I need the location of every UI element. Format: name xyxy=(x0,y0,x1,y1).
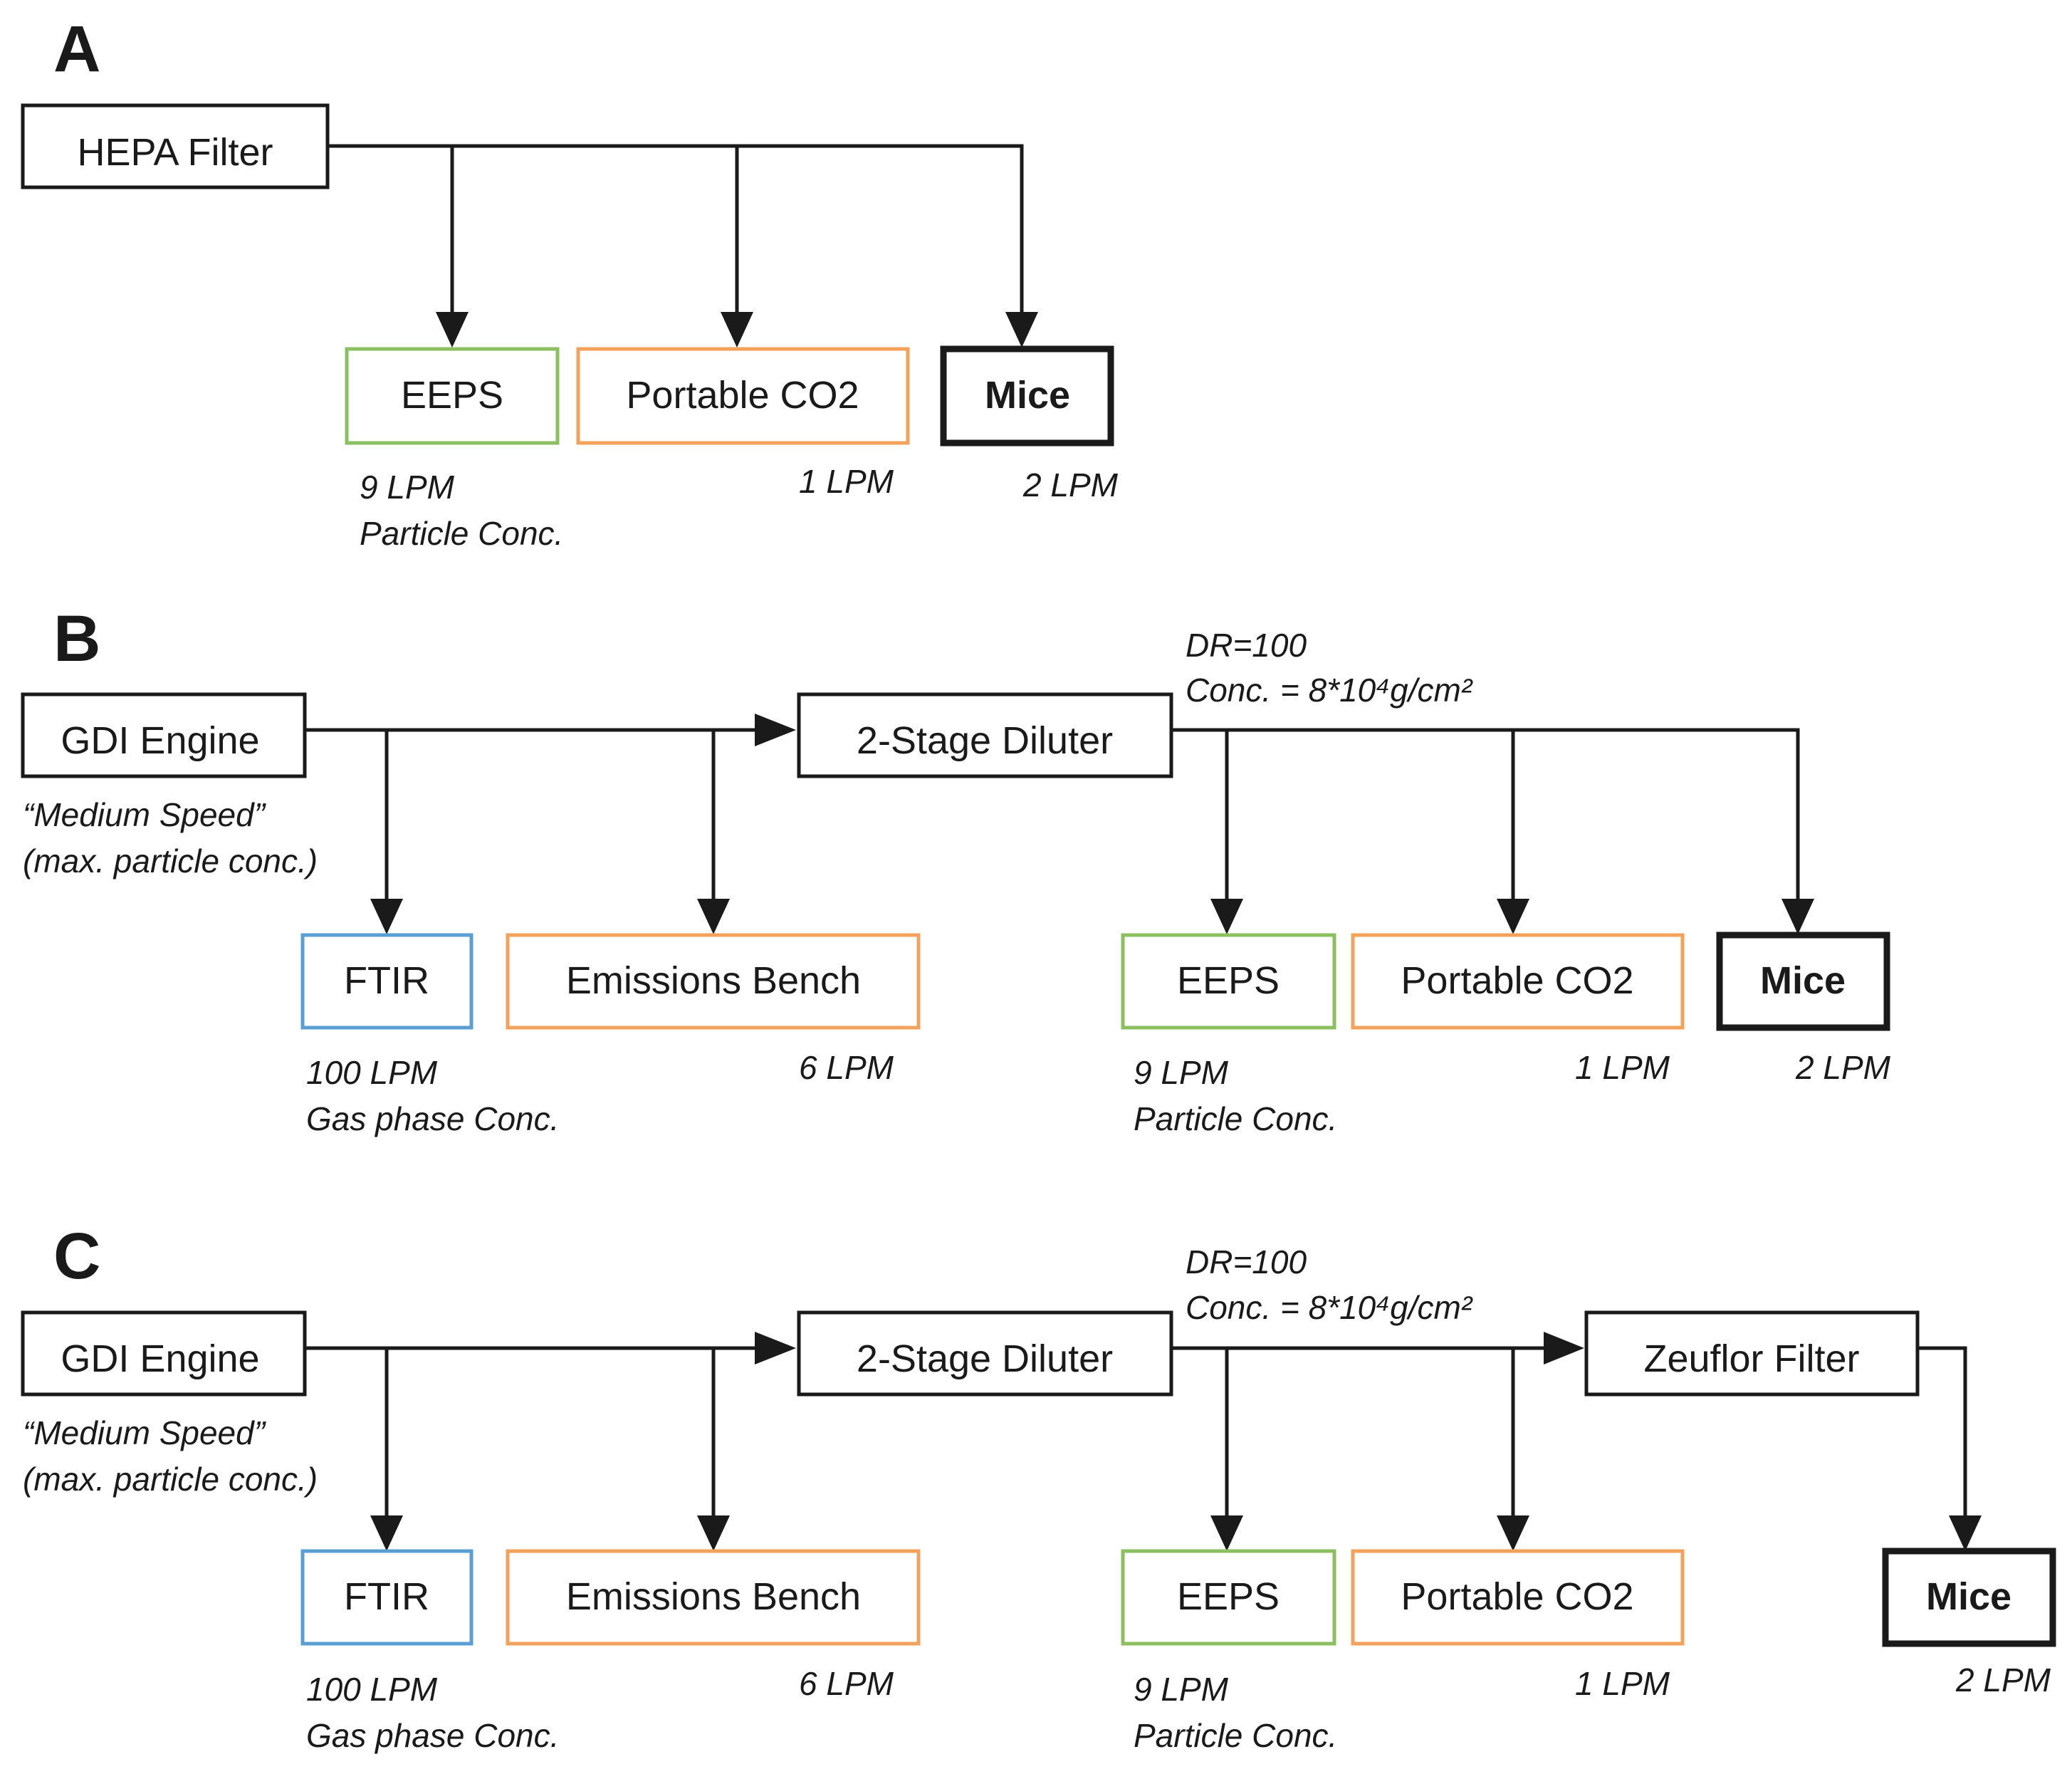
bench-flow-c: 6 LPM xyxy=(799,1665,894,1702)
ftir-conc-b: Gas phase Conc. xyxy=(306,1100,559,1137)
panel-a-letter: A xyxy=(53,13,100,85)
eeps-flow-a: 9 LPM xyxy=(360,469,455,506)
arrow-to-ftir-c xyxy=(370,1515,403,1551)
ftir-box-b: FTIR xyxy=(300,933,473,1030)
panel-c-letter: C xyxy=(53,1220,100,1293)
eeps-box-a: EEPS xyxy=(345,347,560,445)
ftir-label-b: FTIR xyxy=(344,959,429,1002)
dr-note-b: DR=100 xyxy=(1186,627,1307,664)
engine-note1-c: “Medium Speed” xyxy=(23,1414,267,1451)
arrow-to-bench-b xyxy=(697,899,730,934)
co2-flow-b: 1 LPM xyxy=(1575,1049,1670,1086)
mice-label-c: Mice xyxy=(1926,1575,2011,1618)
zeuflor-filter-box-c: Zeuflor Filter xyxy=(1584,1310,1920,1397)
diluter-box-c: 2-Stage Diluter xyxy=(797,1310,1173,1397)
ftir-label-c: FTIR xyxy=(344,1575,429,1618)
arrow-to-zeuflor-c xyxy=(1544,1332,1584,1364)
panel-b-diluter-trunk xyxy=(1171,728,1800,908)
ftir-flow-b: 100 LPM xyxy=(306,1054,438,1091)
mice-label-a: Mice xyxy=(985,374,1070,417)
eeps-conc-a: Particle Conc. xyxy=(360,515,563,552)
eeps-conc-b: Particle Conc. xyxy=(1134,1100,1337,1137)
mice-box-b: Mice xyxy=(1716,932,1890,1031)
gdi-engine-label-b: GDI Engine xyxy=(61,719,259,762)
conc-note-c: Conc. = 8*10⁴g/cm² xyxy=(1186,1289,1473,1326)
panel-b: B GDI Engine 2-Stage Diluter FTIR E xyxy=(21,602,1891,1137)
arrow-to-co2-b xyxy=(1497,899,1529,934)
engine-note1-b: “Medium Speed” xyxy=(23,796,267,833)
panel-a: A HEPA Filter EEPS Portable CO2 Mice 9 L… xyxy=(21,13,1119,552)
mice-flow-b: 2 LPM xyxy=(1795,1049,1891,1086)
mice-label-b: Mice xyxy=(1760,959,1846,1002)
arrow-to-co2-c xyxy=(1497,1515,1529,1551)
portable-co2-box-b: Portable CO2 xyxy=(1351,933,1685,1030)
mice-box-a: Mice xyxy=(940,345,1114,447)
arrow-to-eeps-c xyxy=(1210,1515,1243,1551)
co2-flow-a: 1 LPM xyxy=(799,463,894,500)
portable-co2-label-b: Portable CO2 xyxy=(1401,959,1633,1002)
zeuflor-filter-label-c: Zeuflor Filter xyxy=(1643,1337,1859,1380)
gdi-engine-label-c: GDI Engine xyxy=(61,1337,259,1380)
gdi-engine-box-b: GDI Engine xyxy=(21,692,307,778)
mice-flow-c: 2 LPM xyxy=(1955,1661,2051,1698)
portable-co2-label-c: Portable CO2 xyxy=(1401,1575,1633,1618)
panel-c-zeuflor-to-mice xyxy=(1917,1346,1967,1524)
eeps-box-c: EEPS xyxy=(1121,1549,1336,1646)
panel-b-letter: B xyxy=(53,602,100,675)
eeps-label-c: EEPS xyxy=(1177,1575,1280,1618)
arrow-to-eeps-a xyxy=(436,312,469,348)
diluter-label-c: 2-Stage Diluter xyxy=(857,1337,1113,1380)
panel-c: C GDI Engine 2-Stage Diluter Zeuflor Fil… xyxy=(21,1220,2056,1754)
emissions-bench-box-b: Emissions Bench xyxy=(506,933,921,1030)
arrow-to-mice-c xyxy=(1949,1515,1982,1551)
diluter-label-b: 2-Stage Diluter xyxy=(857,719,1113,762)
ftir-conc-c: Gas phase Conc. xyxy=(306,1717,559,1754)
gdi-engine-box-c: GDI Engine xyxy=(21,1310,307,1397)
ftir-box-c: FTIR xyxy=(300,1549,473,1646)
arrow-to-ftir-b xyxy=(370,899,403,934)
eeps-label-b: EEPS xyxy=(1177,959,1280,1002)
arrow-to-bench-c xyxy=(697,1515,730,1551)
bench-flow-b: 6 LPM xyxy=(799,1049,894,1086)
emissions-bench-label-c: Emissions Bench xyxy=(566,1575,861,1618)
portable-co2-box-c: Portable CO2 xyxy=(1351,1549,1685,1646)
emissions-bench-label-b: Emissions Bench xyxy=(566,959,861,1002)
eeps-box-b: EEPS xyxy=(1121,933,1336,1030)
arrow-to-co2-a xyxy=(721,312,753,348)
arrow-to-mice-b xyxy=(1781,899,1814,934)
eeps-flow-c: 9 LPM xyxy=(1134,1671,1229,1708)
arrow-to-diluter-b xyxy=(755,714,796,746)
diluter-box-b: 2-Stage Diluter xyxy=(797,692,1173,778)
portable-co2-box-a: Portable CO2 xyxy=(576,347,910,445)
emissions-bench-box-c: Emissions Bench xyxy=(506,1549,921,1646)
engine-note2-b: (max. particle conc.) xyxy=(23,842,318,880)
panel-a-trunk-line xyxy=(328,144,1024,320)
conc-note-b: Conc. = 8*10⁴g/cm² xyxy=(1186,672,1473,709)
co2-flow-c: 1 LPM xyxy=(1575,1665,1670,1702)
arrow-to-mice-a xyxy=(1005,312,1038,348)
eeps-flow-b: 9 LPM xyxy=(1134,1054,1229,1091)
arrow-to-eeps-b xyxy=(1210,899,1243,934)
hepa-filter-box: HEPA Filter xyxy=(21,103,330,189)
arrow-to-diluter-c xyxy=(755,1332,796,1364)
ftir-flow-c: 100 LPM xyxy=(306,1671,438,1708)
hepa-filter-label: HEPA Filter xyxy=(77,131,273,174)
portable-co2-label-a: Portable CO2 xyxy=(626,374,859,417)
engine-note2-c: (max. particle conc.) xyxy=(23,1461,318,1498)
dr-note-c: DR=100 xyxy=(1186,1243,1307,1280)
mice-flow-a: 2 LPM xyxy=(1022,466,1119,503)
eeps-label-a: EEPS xyxy=(401,374,503,417)
eeps-conc-c: Particle Conc. xyxy=(1134,1717,1337,1754)
mice-box-c: Mice xyxy=(1882,1548,2056,1647)
